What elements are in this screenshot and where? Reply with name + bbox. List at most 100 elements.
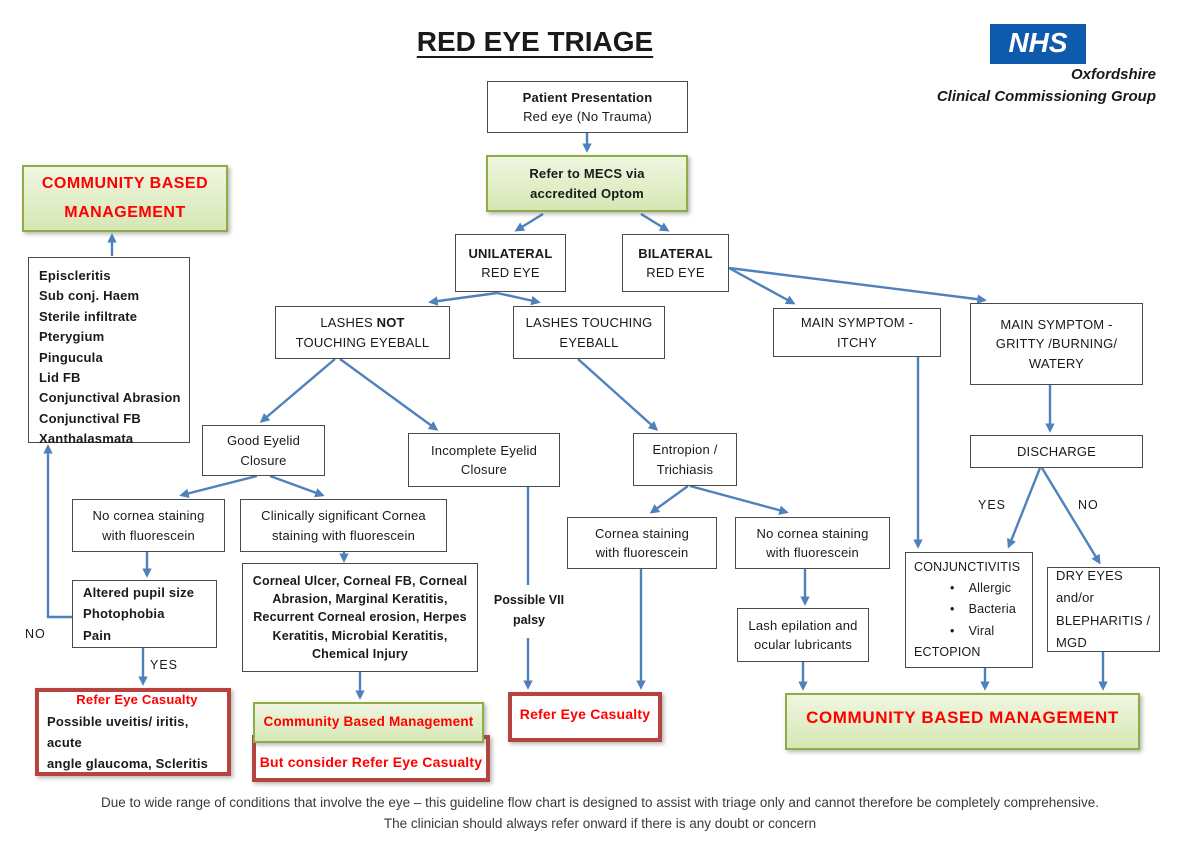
text-line: The clinician should always refer onward… bbox=[383, 816, 817, 831]
text-line: Closure bbox=[460, 462, 508, 477]
node-cornea-staining-mid: Cornea staining with fluorescein bbox=[567, 517, 717, 569]
flow-arrow bbox=[728, 266, 796, 305]
label-no-right: NO bbox=[1078, 498, 1099, 512]
node-altered-pupil: Altered pupil size Photophobia Pain bbox=[72, 580, 217, 648]
list-item: Xanthalasmata bbox=[39, 431, 134, 447]
org-line: Clinical Commissioning Group bbox=[936, 88, 1156, 105]
text-line: BLEPHARITIS / bbox=[1056, 612, 1151, 628]
text-line: RED EYE bbox=[646, 265, 705, 280]
text-line: Refer Eye Casualty bbox=[519, 706, 651, 722]
text-line: But consider Refer Eye Casualty bbox=[259, 754, 483, 770]
flow-arrow bbox=[577, 358, 659, 431]
node-no-cornea-staining-left: No cornea staining with fluorescein bbox=[72, 499, 225, 552]
text-line: Clinically significant Cornea bbox=[261, 508, 426, 523]
text-line: No cornea staining bbox=[92, 508, 205, 523]
text-line: Photophobia bbox=[83, 606, 165, 622]
text-line: LASHES TOUCHING bbox=[525, 315, 653, 330]
node-main-symptom-gritty: MAIN SYMPTOM - GRITTY /BURNING/ WATERY bbox=[970, 303, 1143, 385]
org-line: Oxfordshire bbox=[1070, 66, 1156, 83]
text-line: with fluorescein bbox=[595, 545, 689, 560]
flow-arrow bbox=[269, 474, 325, 498]
node-patient-presentation: Patient Presentation Red eye (No Trauma) bbox=[487, 81, 688, 133]
list-item: Pterygium bbox=[39, 329, 105, 345]
text-line: Due to wide range of conditions that inv… bbox=[100, 795, 1100, 810]
node-no-cornea-staining-right: No cornea staining with fluorescein bbox=[735, 517, 890, 569]
text-line: DISCHARGE bbox=[1016, 443, 1097, 459]
flow-arrow bbox=[514, 212, 544, 232]
text-line: ITCHY bbox=[837, 334, 877, 350]
node-lash-epilation: Lash epilation and ocular lubricants bbox=[737, 608, 869, 662]
text-line: Red eye (No Trauma) bbox=[523, 109, 652, 124]
text-line: with fluorescein bbox=[766, 545, 859, 560]
organisation-name: Oxfordshire Clinical Commissioning Group bbox=[830, 64, 1156, 108]
text-line: ECTOPION bbox=[914, 644, 981, 659]
text-line: Allergic bbox=[968, 581, 1012, 596]
list-item: Pingucula bbox=[39, 349, 103, 365]
text-line: EYEBALL bbox=[559, 334, 619, 350]
list-item: Conjunctival FB bbox=[39, 410, 141, 426]
flow-arrow bbox=[259, 358, 336, 423]
list-item: Lid FB bbox=[39, 370, 81, 386]
node-bilateral-red-eye: BILATERAL RED EYE bbox=[622, 234, 729, 292]
text-line: Viral bbox=[968, 623, 995, 638]
bullet-item: • Viral bbox=[914, 621, 1032, 642]
bullet-item: • Bacteria bbox=[914, 599, 1032, 620]
text-line: Bacteria bbox=[968, 602, 1017, 617]
text-line: Closure bbox=[240, 452, 287, 468]
text-line: CONJUNCTIVITIS bbox=[914, 559, 1021, 574]
node-conditions-list: Episcleritis Sub conj. Haem Sterile infi… bbox=[28, 257, 190, 446]
node-good-eyelid-closure: Good Eyelid Closure bbox=[202, 425, 325, 476]
node-community-based-management-top: COMMUNITY BASED MANAGEMENT bbox=[22, 165, 228, 232]
flow-arrow bbox=[179, 474, 258, 499]
text-segment: LASHES bbox=[320, 315, 377, 330]
text-line: Cornea staining bbox=[594, 525, 690, 541]
flow-arrow bbox=[728, 266, 987, 304]
node-conjunctivitis: CONJUNCTIVITIS • Allergic • Bacteria • Vira… bbox=[905, 552, 1033, 668]
node-refer-eye-casualty-mid: Refer Eye Casualty bbox=[508, 692, 662, 742]
text-line: ocular lubricants bbox=[753, 637, 853, 652]
text-line: MGD bbox=[1056, 634, 1087, 650]
node-discharge: DISCHARGE bbox=[970, 435, 1143, 468]
text-line: angle glaucoma, Scleritis bbox=[47, 756, 209, 772]
text-line: Community Based Management bbox=[263, 714, 474, 730]
nhs-logo: NHS bbox=[990, 24, 1086, 64]
text-line: Possible VII bbox=[493, 593, 565, 607]
node-dry-eyes-blepharitis: DRY EYES and/or BLEPHARITIS / MGD bbox=[1047, 567, 1160, 652]
text-line: DRY EYES and/or bbox=[1056, 568, 1123, 606]
node-clinically-significant-staining: Clinically significant Cornea staining w… bbox=[240, 499, 447, 552]
node-entropion-trichiasis: Entropion / Trichiasis bbox=[633, 433, 737, 486]
text-line: with fluorescein bbox=[102, 527, 195, 543]
text-line: Lash epilation and bbox=[748, 617, 858, 633]
label-yes-right: YES bbox=[978, 498, 1007, 512]
flow-arrow bbox=[689, 484, 789, 515]
nhs-logo-text: NHS bbox=[1008, 27, 1068, 58]
label-no-left: NO bbox=[25, 627, 46, 641]
text-line: Patient Presentation bbox=[522, 89, 653, 105]
bullet-icon: • bbox=[950, 602, 955, 617]
flow-arrow bbox=[43, 444, 72, 619]
node-community-based-management-bottom: COMMUNITY BASED MANAGEMENT bbox=[785, 693, 1140, 750]
footer-disclaimer: Due to wide range of conditions that inv… bbox=[0, 792, 1200, 834]
text-line: UNILATERAL bbox=[468, 245, 553, 261]
text-line: MANAGEMENT bbox=[64, 203, 186, 221]
flow-arrow bbox=[339, 358, 439, 431]
node-community-based-management-small: Community Based Management bbox=[253, 702, 484, 743]
flow-arrow bbox=[428, 291, 498, 306]
bullet-icon: • bbox=[950, 623, 955, 638]
bullet-icon: • bbox=[950, 581, 955, 596]
text-line: Trichiasis bbox=[656, 461, 714, 477]
text-line: TOUCHING EYEBALL bbox=[295, 334, 430, 350]
flow-arrow bbox=[649, 485, 689, 514]
text-line: Refer Eye Casualty bbox=[76, 692, 198, 708]
list-item: Conjunctival Abrasion bbox=[39, 390, 181, 406]
text-line: Possible uveitis/ iritis, acute bbox=[47, 713, 189, 750]
text-line: GRITTY /BURNING/ bbox=[995, 336, 1118, 352]
text-line: staining with fluorescein bbox=[271, 527, 416, 543]
flow-arrow bbox=[496, 291, 541, 306]
node-lashes-not-touching: LASHES NOT TOUCHING EYEBALL bbox=[275, 306, 450, 359]
text-line: RED EYE bbox=[481, 265, 540, 280]
node-refer-mecs: Refer to MECS via accredited Optom bbox=[486, 155, 688, 212]
text-block: Corneal Ulcer, Corneal FB, Corneal Abras… bbox=[252, 574, 468, 661]
flow-arrow bbox=[1007, 467, 1042, 549]
